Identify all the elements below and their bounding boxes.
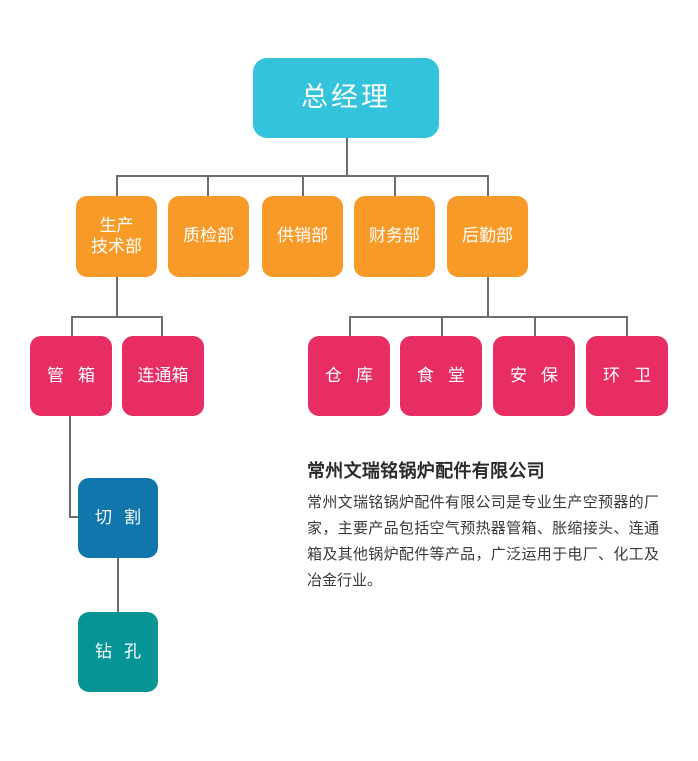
connector-drop-sanitation — [626, 316, 628, 337]
node-warehouse[interactable]: 仓库 — [308, 336, 390, 416]
connector-drop-production — [116, 175, 118, 197]
node-production-technology-dept[interactable]: 生产 技术部 — [76, 196, 157, 277]
node-canteen-label: 食堂 — [417, 365, 479, 386]
connector-drop-connbox — [161, 316, 163, 337]
node-warehouse-label: 仓库 — [325, 365, 387, 386]
connector-production-bus — [71, 316, 163, 318]
node-security-label: 安保 — [510, 365, 572, 386]
node-connecting-box-label: 连通箱 — [137, 365, 189, 386]
connector-tubebox-to-cutting-vertical — [69, 416, 71, 518]
node-quality-inspection-dept[interactable]: 质检部 — [168, 196, 249, 277]
connector-cutting-to-drilling — [117, 558, 119, 614]
connector-drop-quality — [207, 175, 209, 197]
node-supply-sales-dept-label: 供销部 — [277, 226, 328, 247]
connector-drop-security — [534, 316, 536, 337]
node-security[interactable]: 安保 — [493, 336, 575, 416]
connector-ceo-stem — [346, 138, 348, 176]
connector-logistics-stem — [487, 277, 489, 317]
node-production-technology-dept-label: 生产 技术部 — [91, 215, 142, 257]
node-cutting[interactable]: 切割 — [78, 478, 158, 558]
connector-production-stem — [116, 277, 118, 317]
company-description: 常州文瑞铭锅炉配件有限公司是专业生产空预器的厂家，主要产品包括空气预热器管箱、胀… — [307, 493, 659, 589]
node-finance-dept[interactable]: 财务部 — [354, 196, 435, 277]
connector-drop-finance — [394, 175, 396, 197]
connector-tubebox-to-cutting-horizontal — [69, 516, 83, 518]
node-quality-inspection-dept-label: 质检部 — [183, 226, 234, 247]
node-general-manager[interactable]: 总经理 — [253, 58, 439, 138]
connector-drop-canteen — [441, 316, 443, 337]
company-info-block: 常州文瑞铭锅炉配件有限公司 常州文瑞铭锅炉配件有限公司是专业生产空预器的厂家，主… — [307, 460, 659, 594]
node-logistics-dept[interactable]: 后勤部 — [447, 196, 528, 277]
node-canteen[interactable]: 食堂 — [400, 336, 482, 416]
node-cutting-label: 切割 — [95, 507, 153, 528]
node-connecting-box[interactable]: 连通箱 — [122, 336, 204, 416]
node-sanitation-label: 环卫 — [603, 365, 665, 386]
node-drilling[interactable]: 钻孔 — [78, 612, 158, 692]
node-tube-box[interactable]: 管箱 — [30, 336, 112, 416]
node-general-manager-label: 总经理 — [301, 81, 391, 113]
connector-drop-tubebox — [71, 316, 73, 337]
connector-drop-supply — [302, 175, 304, 197]
node-finance-dept-label: 财务部 — [369, 226, 420, 247]
connector-logistics-bus — [349, 316, 627, 318]
node-drilling-label: 钻孔 — [95, 641, 153, 662]
connector-drop-warehouse — [349, 316, 351, 337]
connector-drop-logistics — [487, 175, 489, 197]
node-sanitation[interactable]: 环卫 — [586, 336, 668, 416]
node-supply-sales-dept[interactable]: 供销部 — [262, 196, 343, 277]
node-logistics-dept-label: 后勤部 — [462, 226, 513, 247]
company-name-heading: 常州文瑞铭锅炉配件有限公司 — [307, 461, 545, 482]
node-tube-box-label: 管箱 — [47, 365, 109, 386]
